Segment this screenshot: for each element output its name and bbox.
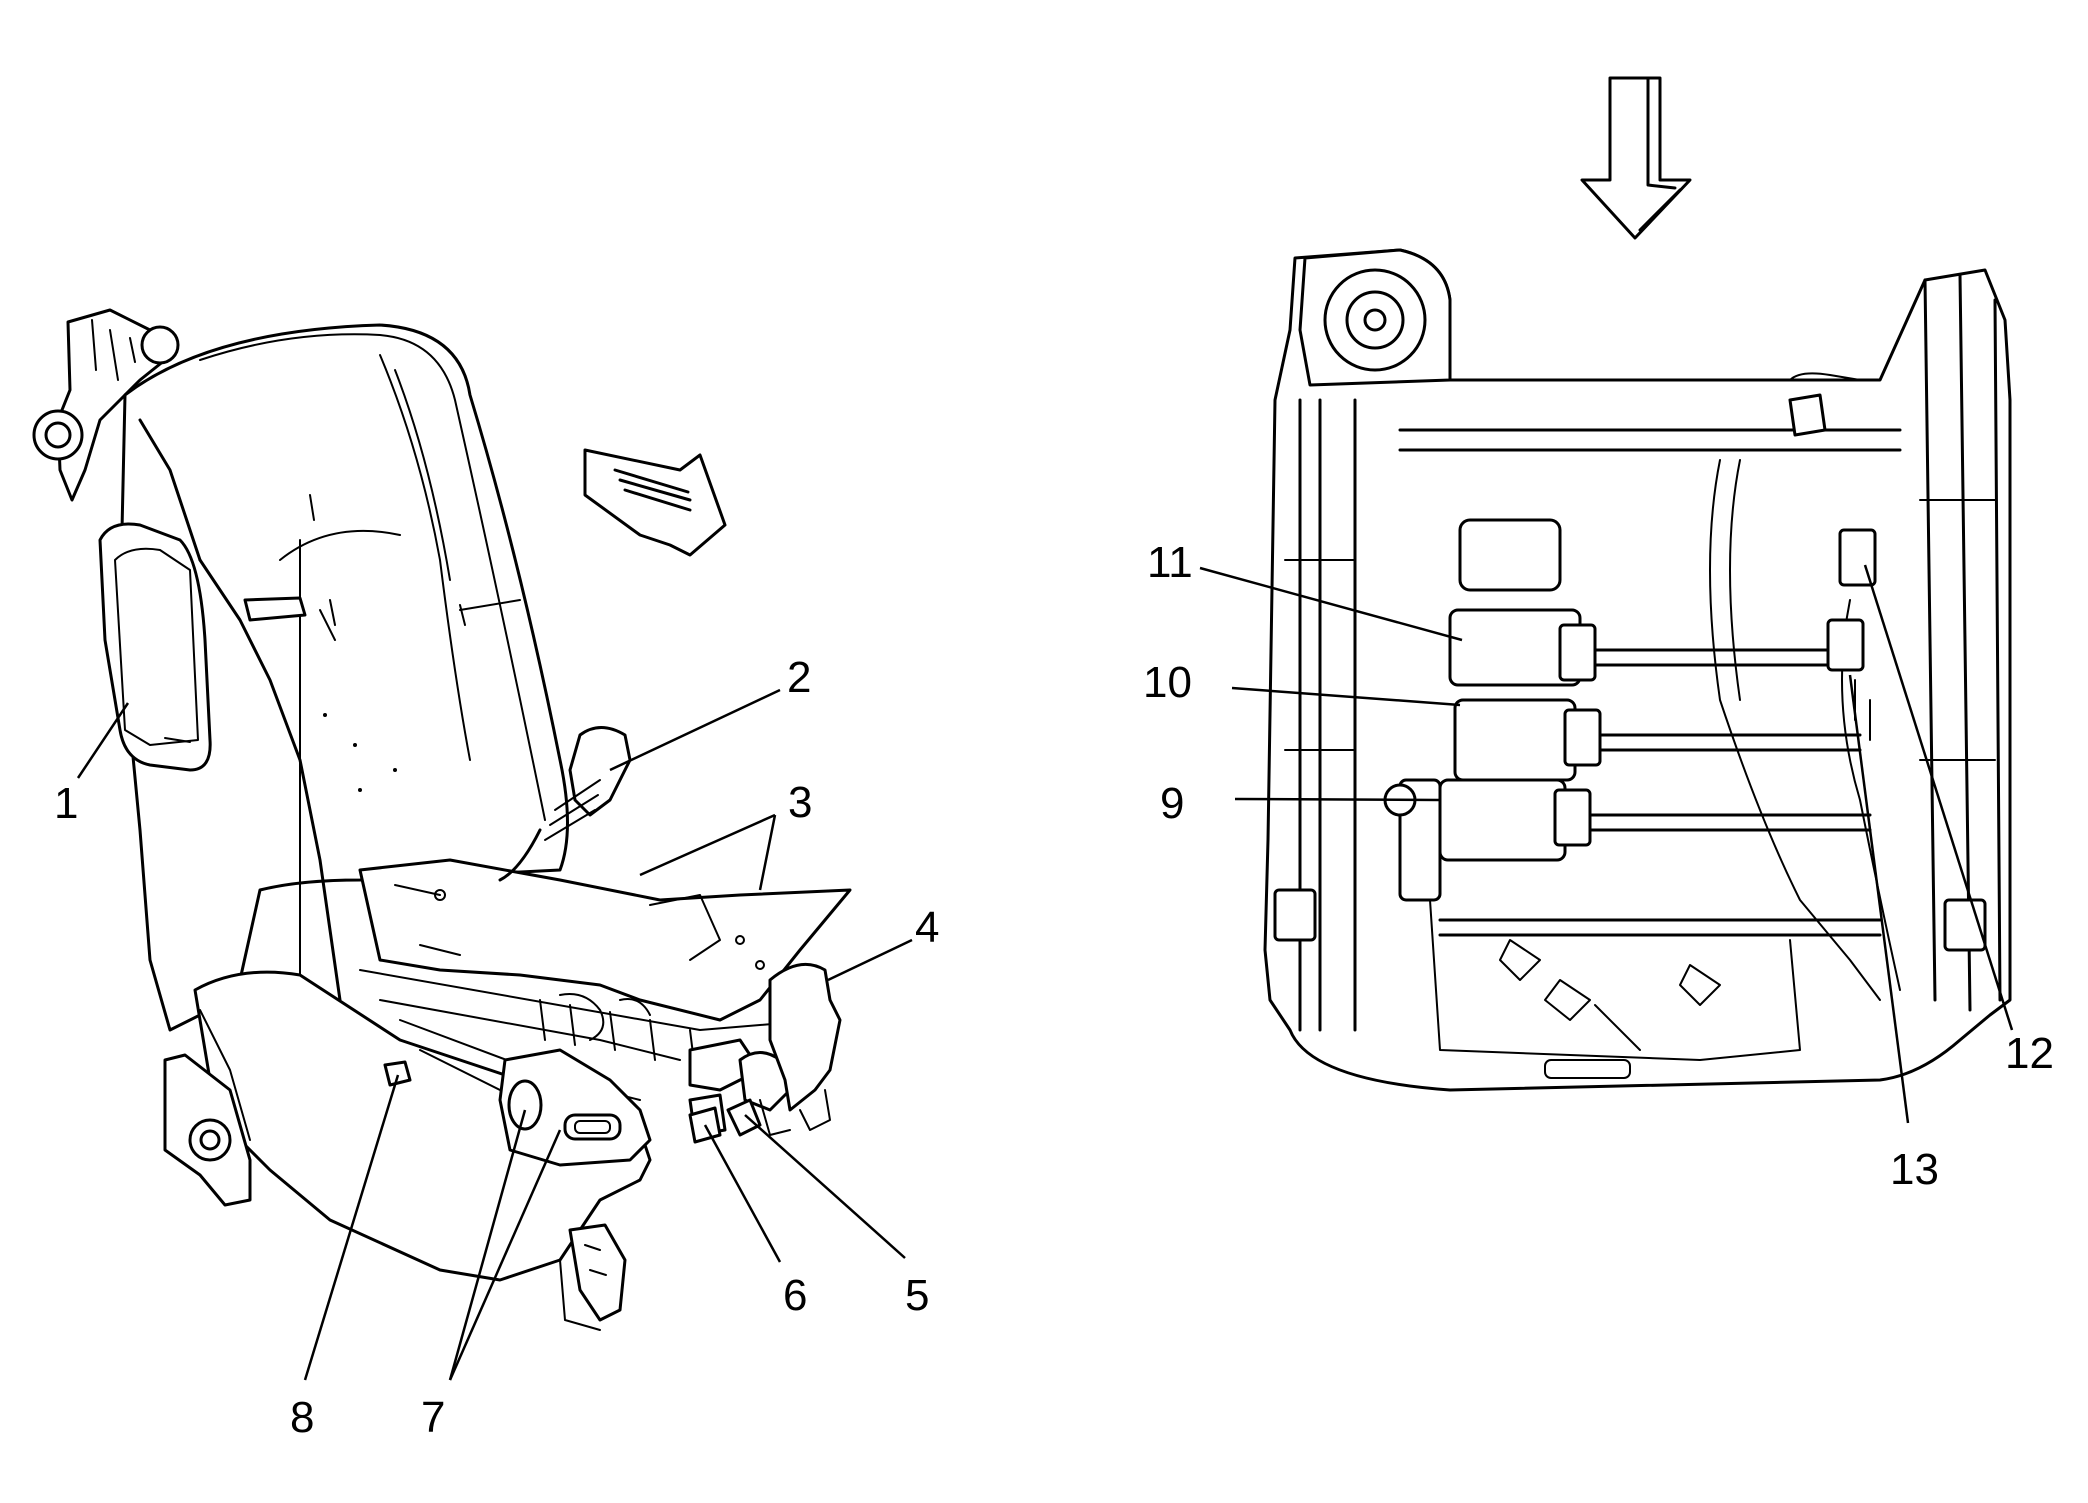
rear-riser-bracket (768, 962, 842, 1112)
seat-adjuster-motors (1438, 518, 1872, 862)
callout-2: 2 (787, 653, 811, 702)
seat-underside-view (1263, 76, 2012, 1092)
callout-6: 6 (783, 1271, 807, 1320)
front-pan (1429, 899, 1801, 1061)
callout-13: 13 (1890, 1145, 1939, 1194)
tilt-motor-housing (1298, 248, 1452, 387)
hollow-down-arrow-icon (1580, 76, 1692, 240)
callout-7: 7 (421, 1393, 445, 1442)
connector-13 (1826, 618, 1865, 672)
seat-back-shell (118, 323, 569, 1032)
callout-10: 10 (1143, 658, 1192, 707)
leader-lines (76, 564, 2014, 1381)
connector-5 (726, 1098, 762, 1137)
callout-12: 12 (2005, 1029, 2054, 1078)
seat-cushion-pan (358, 858, 852, 1022)
side-airbag-module (98, 522, 212, 772)
callout-5: 5 (905, 1271, 929, 1320)
belt-retractor-mechanism (32, 308, 180, 502)
callout-11: 11 (1147, 538, 1193, 587)
callout-9: 9 (1160, 779, 1184, 828)
seat-side-shield (193, 970, 652, 1282)
callout-labels: 1 2 3 4 5 6 7 8 9 10 11 12 13 (54, 538, 2054, 1442)
seat-adjuster-switches (498, 1048, 652, 1167)
callout-1: 1 (54, 779, 78, 828)
hollow-diagonal-arrow-icon (583, 448, 727, 557)
callout-4: 4 (915, 903, 939, 952)
callout-8: 8 (290, 1393, 314, 1442)
seat-belt-buckle (498, 726, 632, 882)
callout-3: 3 (788, 778, 812, 827)
lumbar-switch (383, 1060, 412, 1087)
seat-perspective-view (32, 308, 852, 1331)
